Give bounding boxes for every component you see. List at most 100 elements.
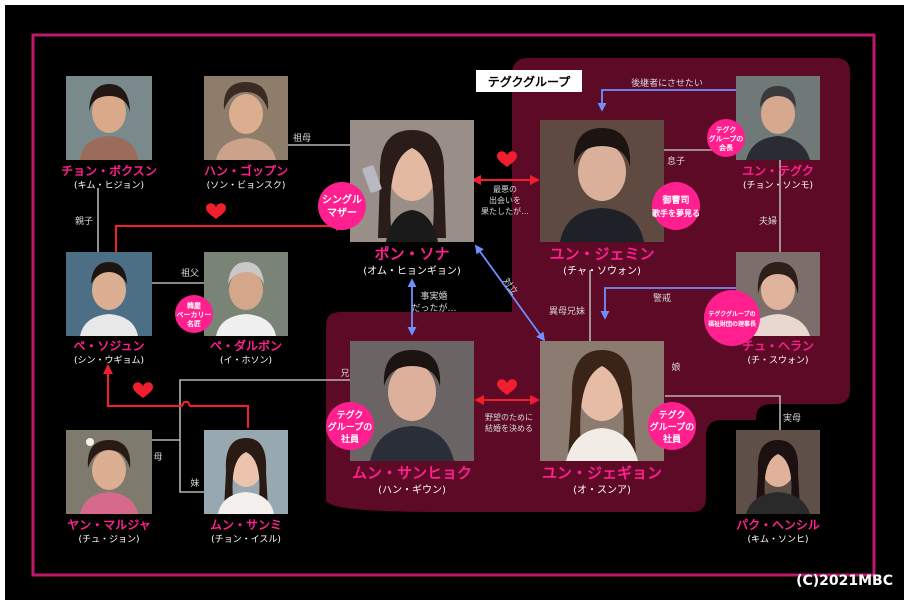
- badge-jaegyeong-employee: テグク グループの 社員: [648, 402, 696, 450]
- actor-yang: (チュ・ジョン): [78, 534, 139, 545]
- relation-parent-child: 親子: [75, 215, 93, 227]
- portrait-yang-malja: [66, 430, 152, 514]
- svg-text:歌手を夢見る: 歌手を夢見る: [652, 208, 700, 218]
- relation-mother: 母: [153, 452, 162, 463]
- actor-jemin: (チャ・ソウォン): [563, 265, 641, 277]
- relation-worst-meeting-2: 出会いを: [489, 195, 521, 205]
- relation-son: 息子: [667, 155, 685, 167]
- svg-text:御曹司: 御曹司: [661, 194, 689, 206]
- portrait-yun-taeguk: [736, 76, 820, 160]
- relation-caution: 警戒: [653, 292, 671, 304]
- relation-half-siblings: 異母兄妹: [549, 305, 585, 317]
- name-yang: ヤン・マルジャ: [67, 518, 150, 532]
- actor-sangmi: (チョン・イスル): [211, 534, 281, 545]
- badge-taeguk-chairman: テグク グループの 会長: [707, 119, 745, 157]
- actor-sojun: (シン・ウギョム): [74, 355, 144, 366]
- badges: シングル マザー 御曹司 歌手を夢見る テグク グループの 会長 韓屋 ベーカリ…: [175, 119, 760, 450]
- name-bong: ポン・ソナ: [374, 245, 449, 263]
- portrait-bong-sona: [350, 120, 474, 242]
- svg-text:社員: 社員: [340, 433, 359, 445]
- name-sanghyuk: ムン・サンヒョク: [352, 464, 472, 482]
- relation-de-facto-2: だったが…: [411, 302, 456, 314]
- svg-text:福祉財団の理事長: 福祉財団の理事長: [707, 320, 757, 328]
- relation-younger-sister: 妹: [190, 477, 199, 489]
- red-arrows: [103, 175, 540, 428]
- blue-arrows: [407, 89, 736, 342]
- svg-text:ベーカリー: ベーカリー: [177, 311, 212, 319]
- name-labels: チョン・ボクスン (キム・ヒジョン) ハン・ゴップン (ソン・ビョンスク) ポン…: [61, 163, 820, 545]
- name-jung: チョン・ボクスン: [61, 163, 157, 178]
- actor-heran: (チ・スウォン): [747, 355, 808, 366]
- heart-icon: [497, 379, 517, 395]
- svg-text:韓屋: 韓屋: [187, 301, 201, 310]
- svg-text:グループの: グループの: [650, 421, 694, 433]
- relation-grandfather: 祖父: [181, 267, 199, 279]
- name-jemin: ユン・ジェミン: [549, 245, 654, 263]
- portrait-jung-boksun: [66, 76, 152, 160]
- name-han: ハン・ゴップン: [204, 163, 288, 178]
- svg-text:社員: 社員: [662, 433, 681, 445]
- actor-dalbong: (イ・ホソン): [220, 355, 272, 366]
- portrait-park-hensil: [736, 430, 820, 514]
- heart-icon: [497, 151, 517, 167]
- name-sangmi: ムン・サンミ: [210, 518, 282, 532]
- actor-taeguk: (チョン・ソンモ): [743, 180, 813, 191]
- relation-de-facto-1: 事実婚: [420, 290, 447, 302]
- name-dalbong: ペ・ダルボン: [210, 338, 282, 353]
- actor-park: (キム・ソンヒ): [747, 534, 808, 545]
- portrait-yun-jaegyeong: [540, 341, 664, 461]
- relation-daughter: 娘: [671, 361, 680, 373]
- svg-text:グループの: グループの: [709, 134, 744, 143]
- relation-ambition-1: 野望のために: [485, 412, 533, 422]
- relation-worst-meeting-1: 最悪の: [493, 185, 517, 194]
- portrait-han-goppun: [204, 76, 288, 160]
- heart-icon: [206, 203, 226, 219]
- relation-worst-meeting-3: 果たしたが…: [481, 206, 529, 216]
- name-jaegyeong: ユン・ジェギョン: [542, 464, 662, 482]
- name-taeguk: ユン・テグク: [742, 163, 814, 178]
- name-heran: チュ・ヘラン: [742, 339, 814, 353]
- svg-text:会長: 会長: [719, 143, 734, 152]
- badge-bakery-master: 韓屋 ベーカリー 名匠: [175, 295, 213, 333]
- group-label-box: [476, 70, 582, 92]
- relation-successor: 後継者にさせたい: [631, 77, 703, 89]
- svg-text:名匠: 名匠: [187, 319, 201, 328]
- svg-text:シングル: シングル: [322, 193, 362, 206]
- svg-text:マザー: マザー: [327, 207, 357, 219]
- relation-grandmother: 祖母: [293, 132, 311, 144]
- relation-couple: 夫婦: [759, 215, 777, 227]
- badge-welfare-director: テグクグループの 福祉財団の理事長: [704, 290, 760, 346]
- svg-text:テグクグループの: テグクグループの: [708, 310, 755, 318]
- name-sojun: ペ・ソジュン: [73, 339, 144, 353]
- actor-bong: (オム・ヒョンギョン): [363, 265, 461, 277]
- svg-text:テグク: テグク: [337, 409, 364, 421]
- heart-icon: [133, 382, 153, 398]
- svg-text:グループの: グループの: [328, 421, 372, 433]
- portrait-pe-dalbong: [204, 252, 288, 336]
- relation-older-brother: 兄: [340, 368, 349, 379]
- phone-icon: [362, 165, 382, 193]
- portrait-pe-sojun: [66, 252, 152, 336]
- actor-han: (ソン・ビョンスク): [207, 180, 286, 191]
- portrait-yun-jemin: [540, 120, 664, 242]
- svg-text:テグク: テグク: [716, 125, 737, 134]
- relation-labels: 祖母 親子 祖父 息子 夫婦 後継者にさせたい 最悪の 出会いを 果たしたが… …: [75, 77, 801, 489]
- relation-birth-mother: 実母: [783, 412, 801, 424]
- group-label: テグクグループ: [488, 74, 572, 89]
- badge-single-mother: シングル マザー: [318, 182, 366, 230]
- actor-sanghyuk: (ハン・ギウン): [378, 484, 446, 496]
- badge-sanghyuk-employee: テグク グループの 社員: [326, 402, 374, 450]
- heart-icons: [133, 151, 517, 398]
- actor-jung: (キム・ヒジョン): [74, 180, 144, 191]
- copyright: (C)2021MBC: [796, 573, 893, 589]
- portrait-mun-sangmi: [204, 430, 288, 514]
- portrait-mun-sanghyuk: [350, 341, 474, 461]
- diagram-frame: [31, 33, 876, 577]
- actor-jaegyeong: (オ・スンア): [573, 484, 631, 496]
- badge-singer-dream: 御曹司 歌手を夢見る: [652, 182, 700, 230]
- portraits: [66, 76, 820, 514]
- relation-ambition-2: 結婚を決める: [485, 423, 533, 433]
- svg-text:テグク: テグク: [659, 409, 686, 421]
